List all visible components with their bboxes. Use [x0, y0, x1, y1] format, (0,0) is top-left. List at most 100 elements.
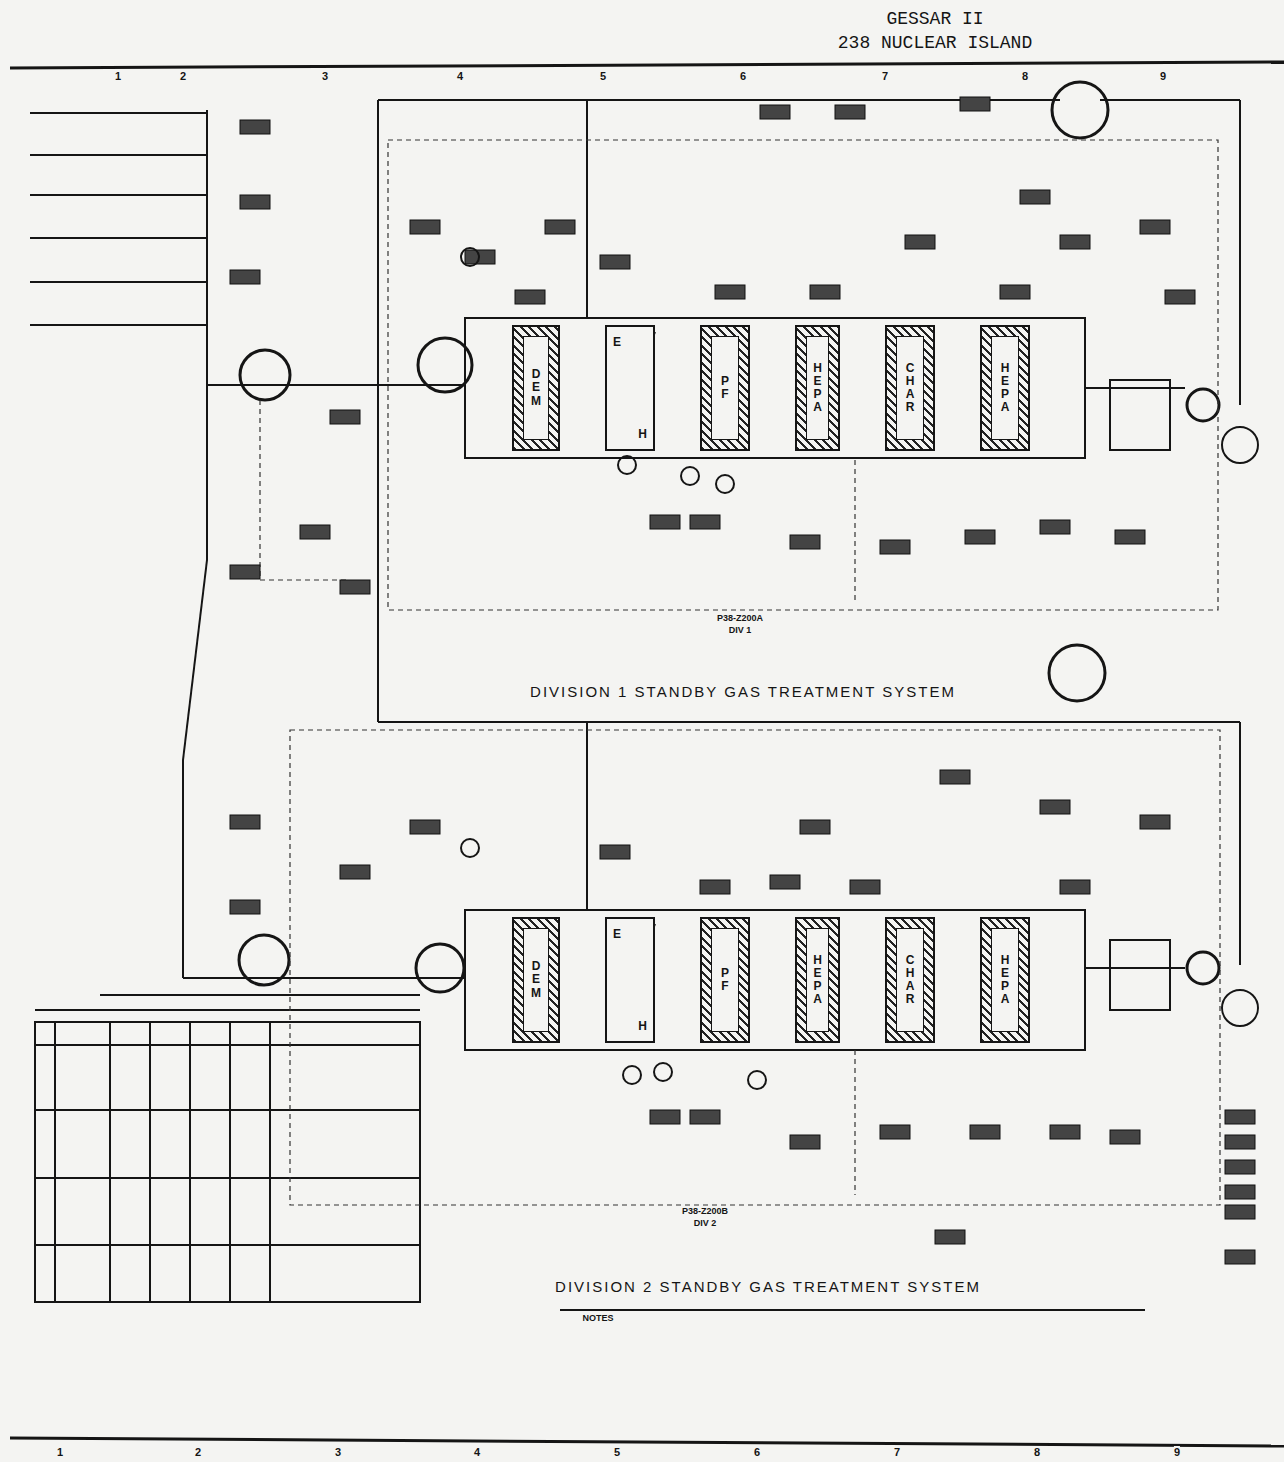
- heater-letter: H: [607, 1019, 653, 1033]
- gauge-symbol: [748, 1071, 766, 1089]
- filter-element: HEPA: [980, 325, 1030, 451]
- grid-number: 8: [1034, 1446, 1040, 1458]
- instrument-tag: [330, 410, 360, 424]
- grid-number: 4: [474, 1446, 480, 1458]
- grid-number: 9: [1174, 1446, 1180, 1458]
- instrument-tag: [1000, 285, 1030, 299]
- grid-number: 6: [740, 70, 746, 82]
- grid-number: 2: [195, 1446, 201, 1458]
- instrument-tag: [770, 875, 800, 889]
- grid-number: 8: [1022, 70, 1028, 82]
- notes-heading: NOTES: [582, 1314, 613, 1324]
- instrument-tag: [790, 1135, 820, 1149]
- instrument-tag: [1060, 235, 1090, 249]
- filter-core: PF: [711, 336, 739, 440]
- instrument-tag: [1040, 520, 1070, 534]
- heater-letter: E: [607, 927, 653, 941]
- filter-label: CHAR: [904, 362, 916, 415]
- heater-box: EH: [605, 917, 655, 1043]
- instrument-tag: [1050, 1125, 1080, 1139]
- instrument-tag: [970, 1125, 1000, 1139]
- instrument-tag: [1165, 290, 1195, 304]
- instrument-tag: [1140, 220, 1170, 234]
- filter-element: PF: [700, 917, 750, 1043]
- heater-letter: E: [607, 335, 653, 349]
- instrument-tag: [700, 880, 730, 894]
- instrument-tag: [1225, 1205, 1255, 1219]
- instrument-tag: [940, 770, 970, 784]
- filter-core: HEPA: [991, 928, 1019, 1032]
- gauge-symbol: [461, 248, 479, 266]
- instrument-tag: [1225, 1160, 1255, 1174]
- instrument-tag: [760, 105, 790, 119]
- grid-number: 2: [180, 70, 186, 82]
- instrument-tag: [715, 285, 745, 299]
- instrument-tag: [545, 220, 575, 234]
- instrument-tag: [1110, 1130, 1140, 1144]
- gauge-symbol: [716, 475, 734, 493]
- heater-letter: H: [607, 427, 653, 441]
- gauge-symbol: [623, 1066, 641, 1084]
- instrument-tag: [1225, 1250, 1255, 1264]
- instrument-tag: [835, 105, 865, 119]
- grid-number: 7: [894, 1446, 900, 1458]
- filter-core: DEM: [523, 928, 549, 1032]
- instrument-tag: [600, 845, 630, 859]
- grid-number: 1: [115, 70, 121, 82]
- filter-element: HEPA: [795, 325, 840, 451]
- sheet-title: GESSAR II: [886, 10, 983, 30]
- instrument-tag: [230, 270, 260, 284]
- sheet-subtitle: 238 NUCLEAR ISLAND: [838, 34, 1032, 54]
- instrument-tag: [880, 1125, 910, 1139]
- instrument-tag: [240, 120, 270, 134]
- filter-element: DEM: [512, 325, 560, 451]
- instrument-tag: [880, 540, 910, 554]
- filter-label: PF: [719, 967, 731, 993]
- grid-number: 4: [457, 70, 463, 82]
- grid-number: 5: [614, 1446, 620, 1458]
- instrument-tag: [810, 285, 840, 299]
- equipment-number: P38-Z200B: [682, 1207, 728, 1217]
- filter-core: DEM: [523, 336, 549, 440]
- system-title: DIVISION 1 STANDBY GAS TREATMENT SYSTEM: [530, 684, 956, 701]
- filter-label: PF: [719, 375, 731, 401]
- filter-label: CHAR: [904, 954, 916, 1007]
- instrument-tag: [1140, 815, 1170, 829]
- instrument-tag: [650, 515, 680, 529]
- equipment-number: P38-Z200A: [717, 614, 763, 624]
- instrument-tag: [340, 865, 370, 879]
- system-title: DIVISION 2 STANDBY GAS TREATMENT SYSTEM: [555, 1279, 981, 1296]
- filter-element: DEM: [512, 917, 560, 1043]
- grid-number: 3: [322, 70, 328, 82]
- instrument-tag: [1225, 1135, 1255, 1149]
- gauge-symbol: [654, 1063, 672, 1081]
- filter-element: CHAR: [885, 917, 935, 1043]
- instrument-tag: [600, 255, 630, 269]
- instrument-tag: [790, 535, 820, 549]
- gauge-symbol: [618, 456, 636, 474]
- filter-label: HEPA: [812, 954, 824, 1007]
- instrument-tag: [905, 235, 935, 249]
- instrument-tag: [1225, 1185, 1255, 1199]
- instrument-tag: [690, 1110, 720, 1124]
- filter-core: CHAR: [896, 928, 924, 1032]
- grid-number: 1: [57, 1446, 63, 1458]
- instrument-tag: [1040, 800, 1070, 814]
- grid-number: 9: [1160, 70, 1166, 82]
- filter-label: DEM: [530, 368, 542, 408]
- grid-number: 7: [882, 70, 888, 82]
- grid-number: 3: [335, 1446, 341, 1458]
- grid-number: 6: [754, 1446, 760, 1458]
- instrument-tag: [410, 820, 440, 834]
- instrument-tag: [650, 1110, 680, 1124]
- instrument-tag: [230, 900, 260, 914]
- heater-box: EH: [605, 325, 655, 451]
- instrument-tag: [960, 97, 990, 111]
- gauge-symbol: [461, 839, 479, 857]
- instrument-tag: [410, 220, 440, 234]
- filter-element: PF: [700, 325, 750, 451]
- filter-element: CHAR: [885, 325, 935, 451]
- filter-label: HEPA: [999, 954, 1011, 1007]
